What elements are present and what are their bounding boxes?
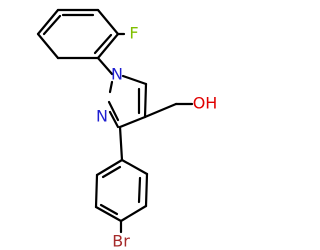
structure-diagram: F N N OH Br — [36, 8, 218, 250]
aryl-n-bond — [96, 56, 114, 76]
fluorine-label: F — [129, 24, 138, 43]
fluorophenyl-ring — [36, 8, 120, 60]
bromine-label: Br — [112, 232, 130, 250]
hydroxyl-label: OH — [193, 94, 218, 113]
pyrazole-n1-label: N — [111, 65, 123, 84]
molecule-canvas: F N N OH Br — [36, 8, 218, 250]
hydroxymethyl-group — [143, 102, 194, 119]
bromophenyl-ring — [94, 158, 149, 223]
pyrazole-n2-label: N — [96, 107, 108, 126]
pyrazole-ring — [107, 74, 148, 129]
pyrazole-aryl-bond — [118, 125, 124, 162]
